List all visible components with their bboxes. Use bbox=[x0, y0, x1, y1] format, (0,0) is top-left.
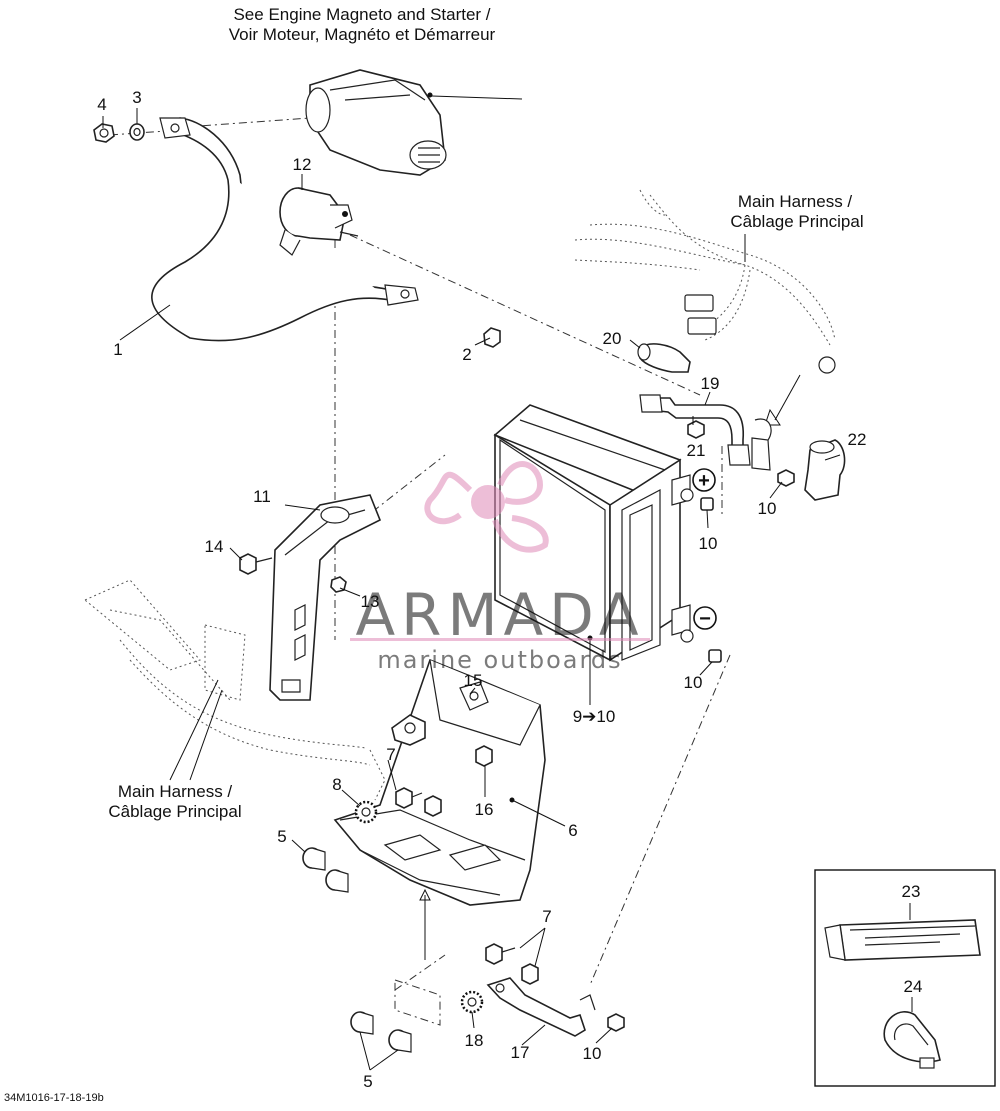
star-washer-8 bbox=[354, 800, 378, 824]
callout-labels: 1 2 3 4 12 20 19 21 22 10 10 10 9➔10 11 … bbox=[97, 88, 922, 1091]
terminal-clamp bbox=[751, 418, 772, 471]
bolt-part-21 bbox=[687, 420, 705, 439]
nut-part-10-upper bbox=[700, 497, 714, 511]
lower-plate bbox=[394, 979, 441, 1026]
svg-text:−: − bbox=[699, 608, 711, 630]
negative-terminal-symbol: − bbox=[693, 606, 717, 630]
main-harness-top-label-line2: Câblage Principal bbox=[730, 212, 863, 231]
callout-11: 11 bbox=[253, 487, 271, 506]
leader-lines bbox=[102, 95, 913, 1071]
callout-10-upper: 10 bbox=[699, 534, 718, 553]
washer-part-3 bbox=[129, 123, 145, 141]
engine-reference-line2: Voir Moteur, Magnéto et Démarreur bbox=[229, 25, 496, 44]
bolt-part-7-upper bbox=[395, 787, 442, 817]
main-harness-left-label-line1: Main Harness / bbox=[118, 782, 233, 801]
callout-1: 1 bbox=[113, 340, 122, 359]
svg-text:marine outboards: marine outboards bbox=[377, 646, 622, 674]
bolt-part-10-bottom bbox=[607, 1013, 625, 1032]
figure-id: 34M1016-17-18-19b bbox=[4, 1092, 104, 1104]
callout-23: 23 bbox=[902, 882, 921, 901]
armada-watermark: ARMADA marine outboards bbox=[350, 461, 650, 674]
terminal-boot-20 bbox=[637, 343, 691, 373]
callout-20: 20 bbox=[603, 329, 622, 348]
star-washer-18 bbox=[460, 990, 484, 1014]
dielectric-grease-tube-23 bbox=[824, 919, 981, 961]
engine-reference-line1: See Engine Magneto and Starter / bbox=[233, 5, 490, 24]
callout-12: 12 bbox=[293, 155, 312, 174]
main-harness-left-label-line2: Câblage Principal bbox=[108, 802, 241, 821]
main-harness-top-label-line1: Main Harness / bbox=[738, 192, 853, 211]
callout-2: 2 bbox=[462, 345, 471, 364]
callout-5-upper: 5 bbox=[277, 827, 286, 846]
terminal-boot-22 bbox=[804, 439, 846, 501]
callout-17: 17 bbox=[511, 1043, 530, 1062]
battery-tray-6 bbox=[333, 658, 546, 906]
nut-part-10-lower bbox=[708, 649, 722, 663]
callout-7-lower: 7 bbox=[542, 907, 551, 926]
callout-19: 19 bbox=[701, 374, 720, 393]
callout-21: 21 bbox=[687, 441, 706, 460]
ground-strap-17 bbox=[486, 977, 596, 1037]
battery-cable bbox=[151, 117, 419, 342]
svg-text:+: + bbox=[698, 470, 710, 492]
callout-3: 3 bbox=[132, 88, 141, 107]
bolt-part-16 bbox=[475, 745, 493, 767]
callout-13: 13 bbox=[361, 592, 380, 611]
callout-10-bottom: 10 bbox=[583, 1044, 602, 1063]
nut-part-4 bbox=[93, 123, 115, 143]
starter-motor bbox=[305, 69, 447, 176]
callout-4: 4 bbox=[97, 95, 106, 114]
bushing-part-5-upper bbox=[302, 847, 349, 893]
callout-8: 8 bbox=[332, 775, 341, 794]
bolt-part-7-lower bbox=[485, 943, 539, 985]
callout-16: 16 bbox=[475, 800, 494, 819]
svg-text:ARMADA: ARMADA bbox=[355, 581, 644, 649]
callout-9: 9➔10 bbox=[573, 707, 616, 726]
battery-bracket-11 bbox=[269, 494, 382, 701]
connector-bracket bbox=[391, 714, 426, 746]
callout-5-lower: 5 bbox=[363, 1072, 372, 1091]
callout-10-right: 10 bbox=[758, 499, 777, 518]
bolt-part-14 bbox=[239, 553, 273, 575]
positive-terminal-symbol: + bbox=[692, 468, 716, 492]
nut-part-2 bbox=[483, 327, 501, 348]
callout-14: 14 bbox=[205, 537, 224, 556]
callout-18: 18 bbox=[465, 1031, 484, 1050]
battery bbox=[493, 404, 694, 662]
main-harness-left bbox=[84, 579, 386, 801]
cable-tie-24 bbox=[883, 1011, 941, 1069]
callout-7-upper: 7 bbox=[386, 745, 395, 764]
clamp-part-15 bbox=[459, 681, 489, 711]
propeller-logo bbox=[424, 461, 549, 553]
callout-15: 15 bbox=[464, 671, 483, 690]
callout-22: 22 bbox=[848, 430, 867, 449]
callout-6: 6 bbox=[568, 821, 577, 840]
callout-24: 24 bbox=[904, 977, 923, 996]
main-harness-top bbox=[574, 189, 836, 426]
starter-solenoid bbox=[279, 187, 359, 256]
callout-10-lower: 10 bbox=[684, 673, 703, 692]
